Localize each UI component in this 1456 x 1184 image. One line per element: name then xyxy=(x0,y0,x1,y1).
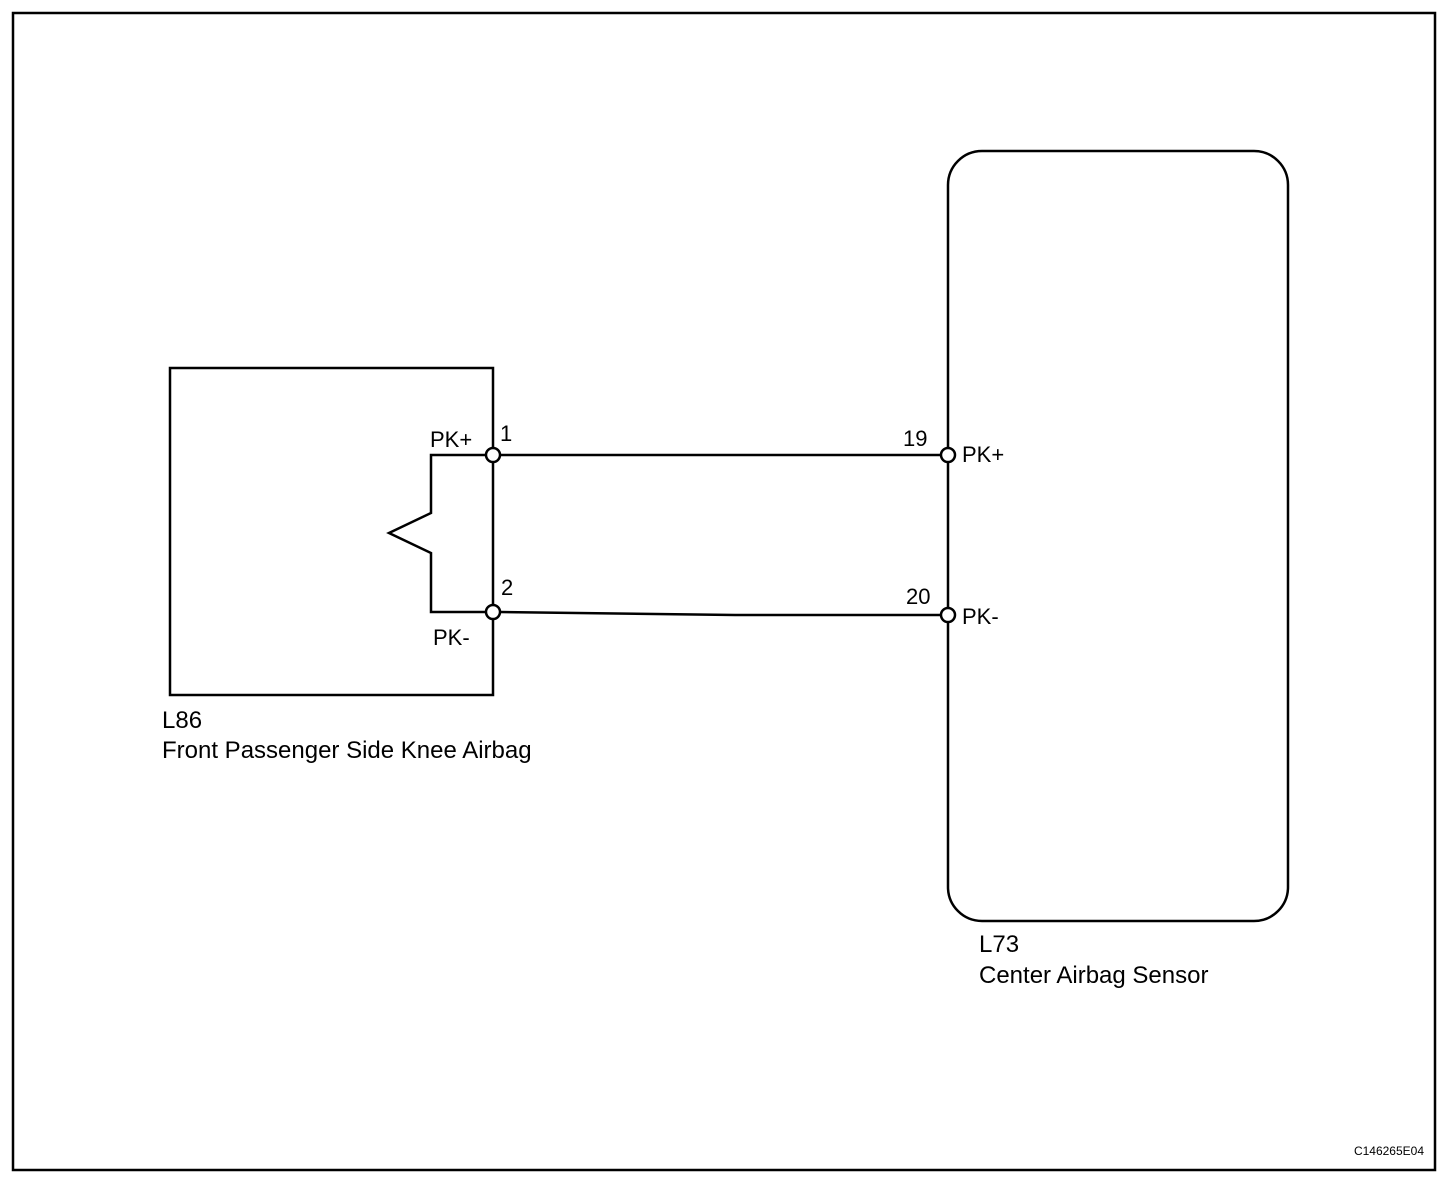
l86-pin-2-terminal xyxy=(484,603,502,621)
center-airbag-sensor-box xyxy=(946,149,1290,923)
diagram-frame xyxy=(11,11,1437,1172)
figure-id: C146265E04 xyxy=(1354,1144,1424,1158)
l86-name: Front Passenger Side Knee Airbag xyxy=(162,737,532,764)
l73-code: L73 xyxy=(979,931,1019,958)
l73-pin-19-signal: PK+ xyxy=(962,442,1004,467)
l86-pin-1-number: 1 xyxy=(500,421,512,446)
wire-pk-minus xyxy=(499,610,941,617)
l86-pin-2-number: 2 xyxy=(501,575,513,600)
l86-code: L86 xyxy=(162,707,202,734)
l86-pin-1-signal: PK+ xyxy=(430,427,472,452)
l86-pin-2-signal: PK- xyxy=(433,625,470,650)
l73-pin-19-number: 19 xyxy=(903,426,927,451)
l86-pin-1-terminal xyxy=(484,446,502,464)
knee-airbag-component: PK+ 1 2 PK- L86 Front Passenger Side Kne… xyxy=(162,366,532,764)
squib-symbol xyxy=(386,453,493,614)
l73-name: Center Airbag Sensor xyxy=(979,962,1208,989)
center-airbag-sensor-component: 19 PK+ 20 PK- L73 Center Airbag Sensor xyxy=(903,149,1290,989)
l73-pin-20-terminal xyxy=(939,606,957,624)
knee-airbag-box xyxy=(168,366,495,697)
l73-pin-20-signal: PK- xyxy=(962,604,999,629)
l73-pin-19-terminal xyxy=(939,446,957,464)
l73-pin-20-number: 20 xyxy=(906,584,930,609)
